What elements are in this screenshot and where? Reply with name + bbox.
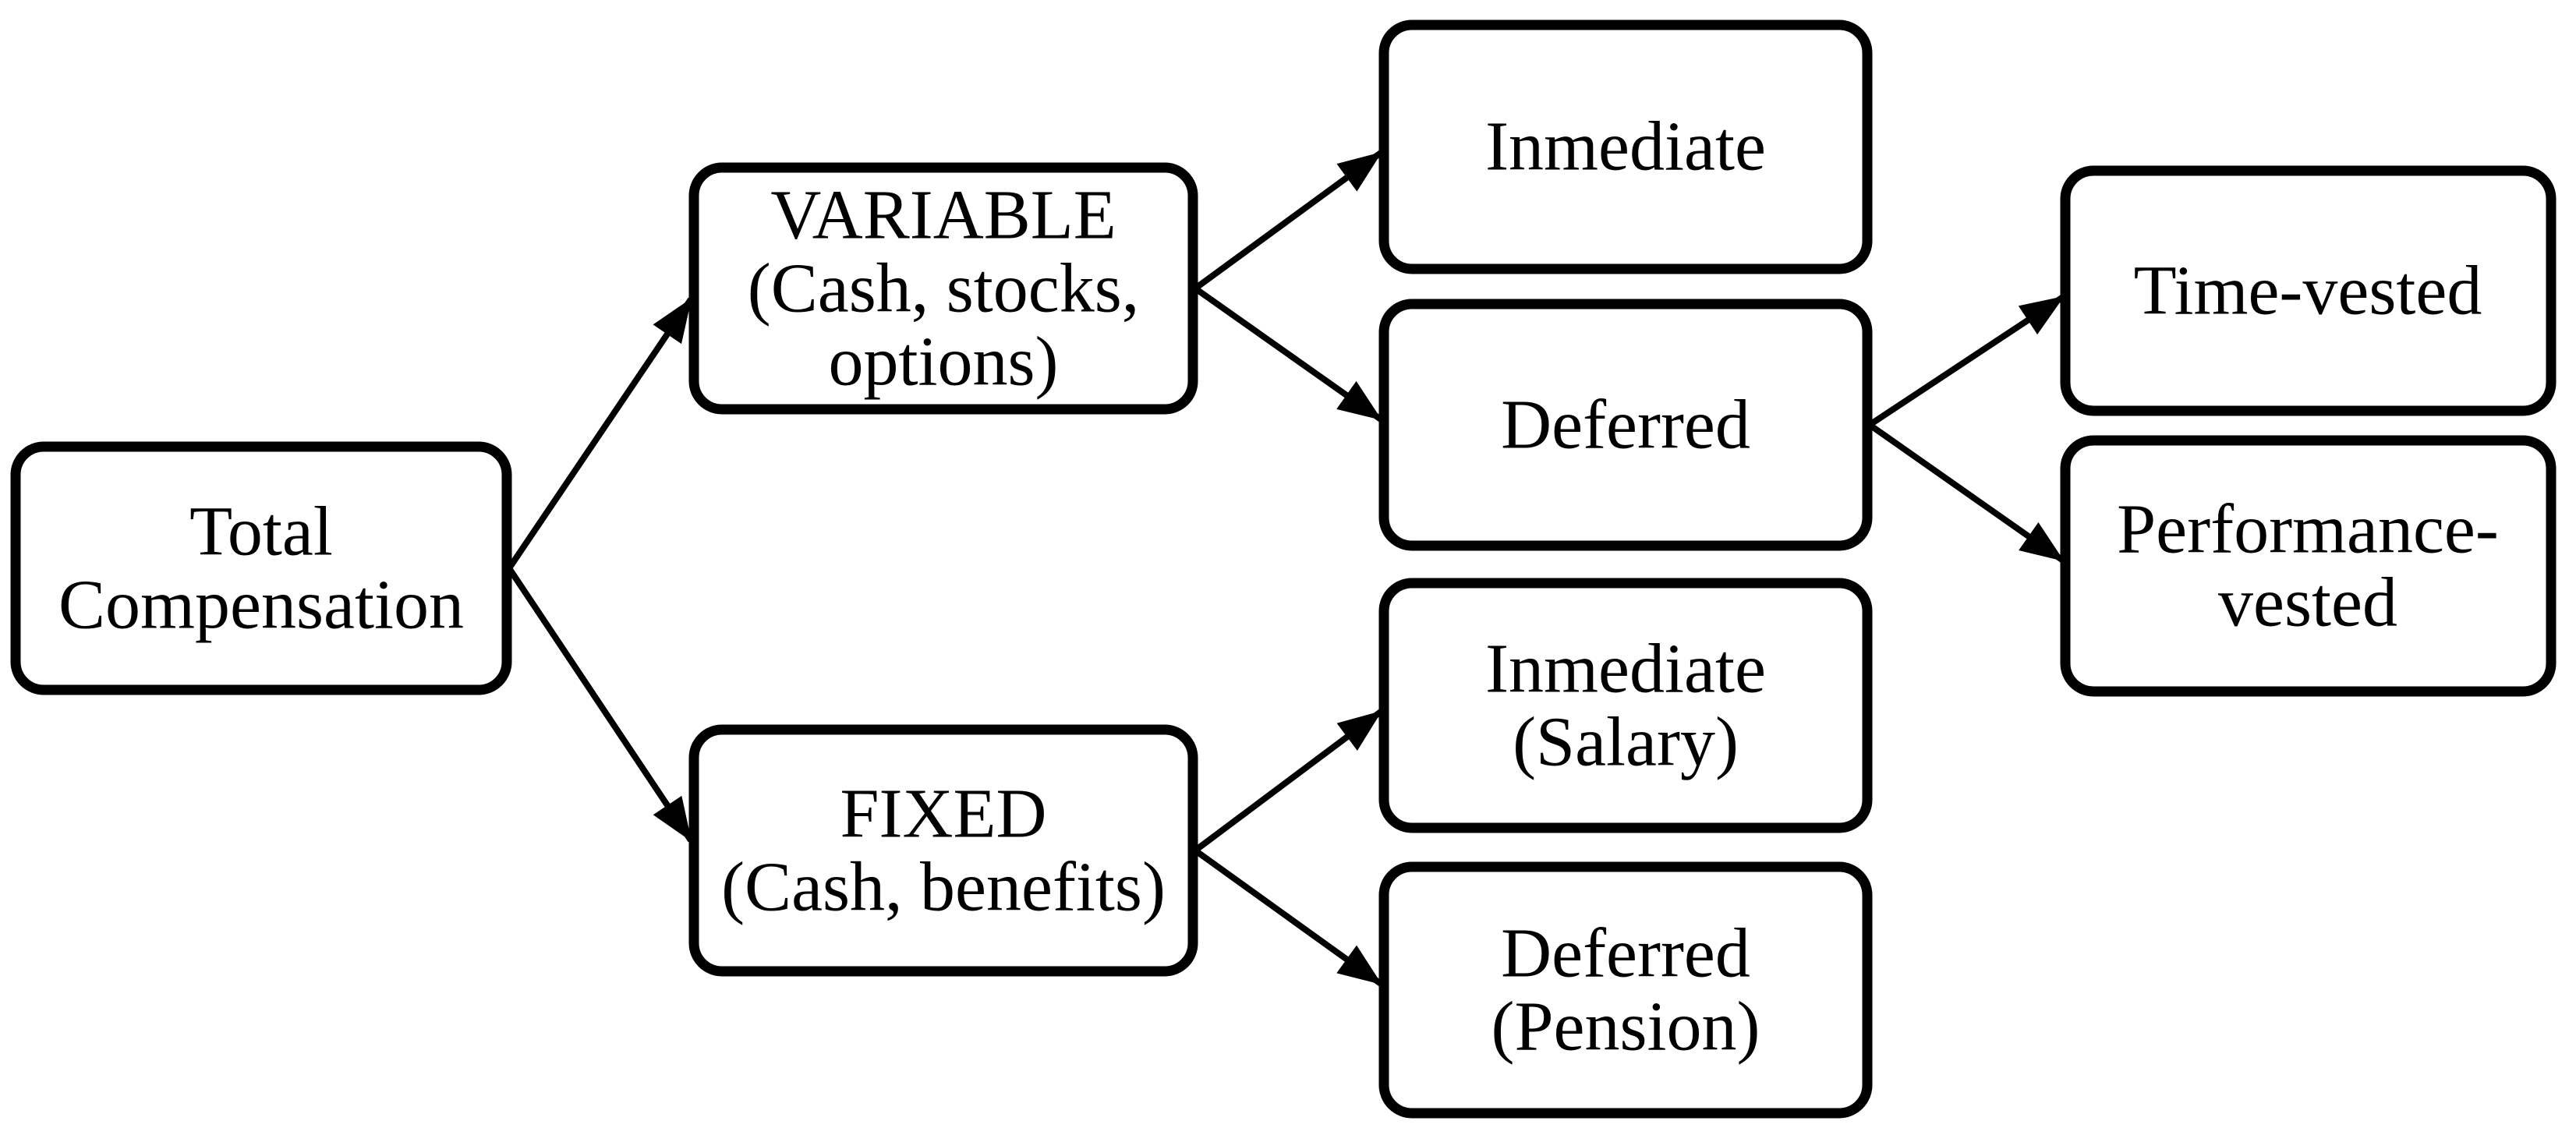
node-label-line: Total bbox=[189, 493, 333, 571]
node-label-line: Deferred bbox=[1501, 915, 1750, 992]
edge-fixed-to-inmediate-salary bbox=[1193, 709, 1383, 854]
node-box bbox=[1378, 578, 1873, 833]
node-box bbox=[1378, 299, 1873, 551]
node-performance-vested: Performance- vested bbox=[2060, 435, 2557, 697]
node-label-line: Time-vested bbox=[2134, 253, 2482, 330]
edge-variable-to-inmediate bbox=[1193, 150, 1383, 292]
node-box bbox=[1378, 861, 1873, 1119]
node-label-line: VARIABLE bbox=[770, 177, 1116, 254]
node-fixed: FIXED (Cash, benefits) bbox=[688, 724, 1198, 977]
edge-fixed-to-deferred-pension bbox=[1193, 847, 1383, 987]
node-time-vested: Time-vested bbox=[2060, 165, 2557, 416]
node-label-line: (Cash, benefits) bbox=[721, 849, 1166, 926]
node-variable-inmediate: Inmediate bbox=[1378, 19, 1873, 274]
node-box bbox=[688, 724, 1198, 977]
edges bbox=[506, 150, 2065, 987]
node-total-compensation: Total Compensation bbox=[10, 441, 512, 695]
node-box bbox=[2060, 435, 2557, 697]
node-variable: VARIABLE (Cash, stocks, options) bbox=[688, 162, 1198, 415]
node-label-line: (Pension) bbox=[1491, 988, 1760, 1066]
node-label-line: FIXED bbox=[840, 776, 1047, 853]
node-box bbox=[688, 162, 1198, 415]
node-variable-deferred: Deferred bbox=[1378, 299, 1873, 551]
node-fixed-inmediate-salary: Inmediate (Salary) bbox=[1378, 578, 1873, 833]
node-box bbox=[2060, 165, 2557, 416]
edge-variable-to-deferred bbox=[1193, 285, 1383, 423]
node-label-line: Deferred bbox=[1501, 387, 1750, 464]
node-label-line: (Salary) bbox=[1513, 704, 1739, 781]
edge-deferred-to-time-vested bbox=[1867, 294, 2065, 428]
edge-total-to-variable bbox=[506, 297, 694, 571]
edge-total-to-fixed bbox=[506, 566, 694, 843]
node-label-line: (Cash, stocks, bbox=[748, 250, 1139, 327]
node-label-line: Inmediate bbox=[1485, 108, 1766, 186]
node-box bbox=[1378, 19, 1873, 274]
node-label-line: Compensation bbox=[58, 567, 464, 644]
node-label-line: options) bbox=[828, 324, 1058, 401]
node-box bbox=[10, 441, 512, 695]
node-label-line: Inmediate bbox=[1485, 631, 1766, 708]
edge-deferred-to-performance-vested bbox=[1867, 422, 2065, 564]
node-label-line: vested bbox=[2218, 564, 2397, 642]
node-fixed-deferred-pension: Deferred (Pension) bbox=[1378, 861, 1873, 1119]
node-label-line: Performance- bbox=[2117, 491, 2499, 568]
